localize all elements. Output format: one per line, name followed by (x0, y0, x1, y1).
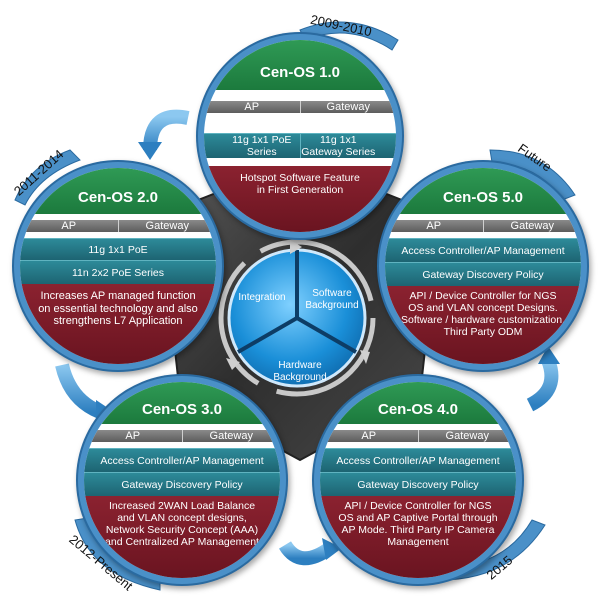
cen-os-4-line-1: Access Controller/AP Management (320, 448, 516, 472)
cen-os-5-ap: AP (385, 220, 483, 232)
cen-os-5-circle: Cen-OS 5.0 AP Gateway Access Controller/… (385, 168, 581, 364)
arrow-v4-to-v5 (526, 357, 559, 412)
cen-os-4-ap: AP (320, 430, 418, 442)
cen-os-4-title: Cen-OS 4.0 (320, 382, 516, 424)
cen-os-1-circle: Cen-OS 1.0 AP Gateway 11g 1x1 PoE Series… (204, 40, 396, 232)
cen-os-3-title: Cen-OS 3.0 (84, 382, 280, 424)
cen-os-3-line-1: Access Controller/AP Management (84, 448, 280, 472)
cen-os-1-poe-series: 11g 1x1 PoE Series (204, 132, 300, 158)
cen-os-2-line-1: 11g 1x1 PoE (20, 238, 216, 260)
cen-os-1-title: Cen-OS 1.0 (204, 40, 396, 90)
cen-os-1-desc: Hotspot Software Feature in First Genera… (204, 166, 396, 232)
cen-os-5-gateway: Gateway (482, 220, 581, 232)
cen-os-1-ap: AP (204, 101, 300, 113)
cen-os-2-desc: Increases AP managed function on essenti… (20, 284, 216, 364)
cen-os-2-circle: Cen-OS 2.0 AP Gateway 11g 1x1 PoE 11n 2x… (20, 168, 216, 364)
cen-os-4-desc: API / Device Controller for NGS OS and A… (320, 496, 516, 578)
cen-os-2-gateway: Gateway (117, 220, 216, 232)
cen-os-3-gateway: Gateway (181, 430, 280, 442)
cen-os-1-gateway-series: 11g 1x1 Gateway Series (299, 132, 396, 158)
cen-os-1-gateway: Gateway (299, 101, 396, 113)
cen-os-5-title: Cen-OS 5.0 (385, 168, 581, 214)
cen-os-3-line-2: Gateway Discovery Policy (84, 472, 280, 496)
cen-os-4-gateway: Gateway (417, 430, 516, 442)
segment-integration: Integration (238, 292, 285, 303)
cen-os-3-ap: AP (84, 430, 182, 442)
cen-os-4-line-2: Gateway Discovery Policy (320, 472, 516, 496)
cen-os-5-line-1: Access Controller/AP Management (385, 238, 581, 262)
cen-os-2-line-2: 11n 2x2 PoE Series (20, 260, 216, 284)
cen-os-3-desc: Increased 2WAN Load Balance and VLAN con… (84, 496, 280, 578)
cen-os-3-circle: Cen-OS 3.0 AP Gateway Access Controller/… (84, 382, 280, 578)
cen-os-5-desc: API / Device Controller for NGS OS and V… (385, 286, 581, 364)
cen-os-4-circle: Cen-OS 4.0 AP Gateway Access Controller/… (320, 382, 516, 578)
cen-os-2-title: Cen-OS 2.0 (20, 168, 216, 214)
cen-os-2-ap: AP (20, 220, 118, 232)
cen-os-5-line-2: Gateway Discovery Policy (385, 262, 581, 286)
